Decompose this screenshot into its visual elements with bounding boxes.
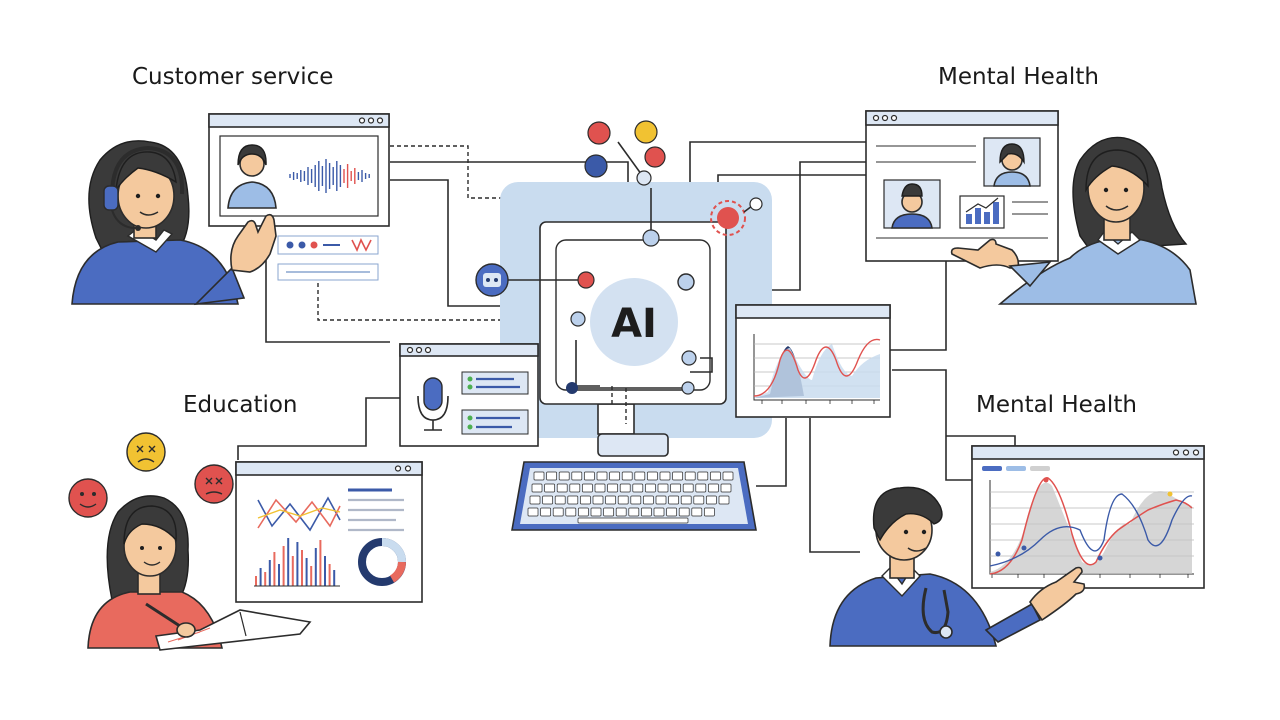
key xyxy=(580,495,591,505)
key xyxy=(641,507,652,517)
student xyxy=(87,495,312,651)
voice-waveform xyxy=(289,159,370,193)
education-bar-chart xyxy=(255,538,336,586)
key xyxy=(605,495,616,505)
ai-computer: AI xyxy=(475,120,772,457)
key xyxy=(582,483,593,493)
key xyxy=(708,483,719,493)
key xyxy=(643,495,654,505)
key xyxy=(706,495,717,505)
key xyxy=(592,495,604,505)
key xyxy=(718,495,730,505)
key xyxy=(680,495,692,505)
key xyxy=(672,471,683,481)
headset-icon xyxy=(110,145,185,197)
ai-circle xyxy=(590,278,678,366)
key xyxy=(533,471,545,481)
key xyxy=(704,507,715,517)
key xyxy=(567,495,579,505)
key xyxy=(632,483,644,493)
key xyxy=(722,471,734,481)
mental-health-window-top xyxy=(865,110,1059,262)
emoji-faces xyxy=(68,432,234,518)
key xyxy=(542,495,553,505)
key xyxy=(554,495,566,505)
key xyxy=(710,471,721,481)
label-customer-service: Customer service xyxy=(132,64,334,90)
stethoscope-icon xyxy=(921,587,950,635)
key xyxy=(594,483,606,493)
key xyxy=(630,495,642,505)
key xyxy=(556,483,568,493)
notebook xyxy=(154,609,312,651)
audio-controls xyxy=(277,235,379,281)
key xyxy=(682,483,694,493)
key xyxy=(693,495,705,505)
key xyxy=(678,507,690,517)
key xyxy=(720,483,732,493)
key xyxy=(647,471,658,481)
key xyxy=(659,471,671,481)
key xyxy=(590,507,602,517)
mental-health-window-bottom xyxy=(971,445,1205,589)
key xyxy=(552,507,564,517)
label-mental-health-top: Mental Health xyxy=(938,64,1099,90)
education-window xyxy=(235,461,423,603)
connection-lines xyxy=(237,141,1016,553)
label-mental-health-bottom: Mental Health xyxy=(976,392,1137,418)
keyboard-icon xyxy=(511,461,757,531)
microphone-icon xyxy=(417,377,449,431)
label-education: Education xyxy=(183,392,298,418)
key xyxy=(544,483,555,493)
key xyxy=(621,471,633,481)
key xyxy=(571,471,583,481)
key xyxy=(558,471,570,481)
key xyxy=(695,483,707,493)
key xyxy=(666,507,677,517)
key xyxy=(615,507,627,517)
key xyxy=(653,507,665,517)
key xyxy=(691,507,703,517)
key xyxy=(668,495,679,505)
key xyxy=(617,495,629,505)
key xyxy=(619,483,631,493)
ai-label: AI xyxy=(611,301,657,347)
key xyxy=(531,483,543,493)
key xyxy=(670,483,681,493)
key xyxy=(529,495,541,505)
key xyxy=(578,507,589,517)
voice-notes-window xyxy=(399,343,539,447)
key xyxy=(684,471,696,481)
customer-service-agent xyxy=(71,140,277,306)
key xyxy=(607,483,618,493)
spacebar xyxy=(577,517,689,524)
key xyxy=(596,471,608,481)
key xyxy=(540,507,551,517)
key xyxy=(628,507,640,517)
donut-chart xyxy=(358,538,406,586)
key xyxy=(697,471,709,481)
key xyxy=(569,483,581,493)
key xyxy=(657,483,669,493)
robot-face-icon xyxy=(475,263,509,297)
mental-health-woman xyxy=(950,136,1197,305)
key xyxy=(645,483,656,493)
key xyxy=(527,507,539,517)
analytics-window-center xyxy=(735,304,891,418)
key xyxy=(655,495,667,505)
gear-icon xyxy=(710,197,763,236)
key xyxy=(609,471,620,481)
key xyxy=(634,471,646,481)
key xyxy=(546,471,557,481)
doctor xyxy=(829,486,1086,647)
customer-service-window xyxy=(208,113,390,227)
key xyxy=(565,507,577,517)
key xyxy=(584,471,595,481)
key xyxy=(603,507,614,517)
